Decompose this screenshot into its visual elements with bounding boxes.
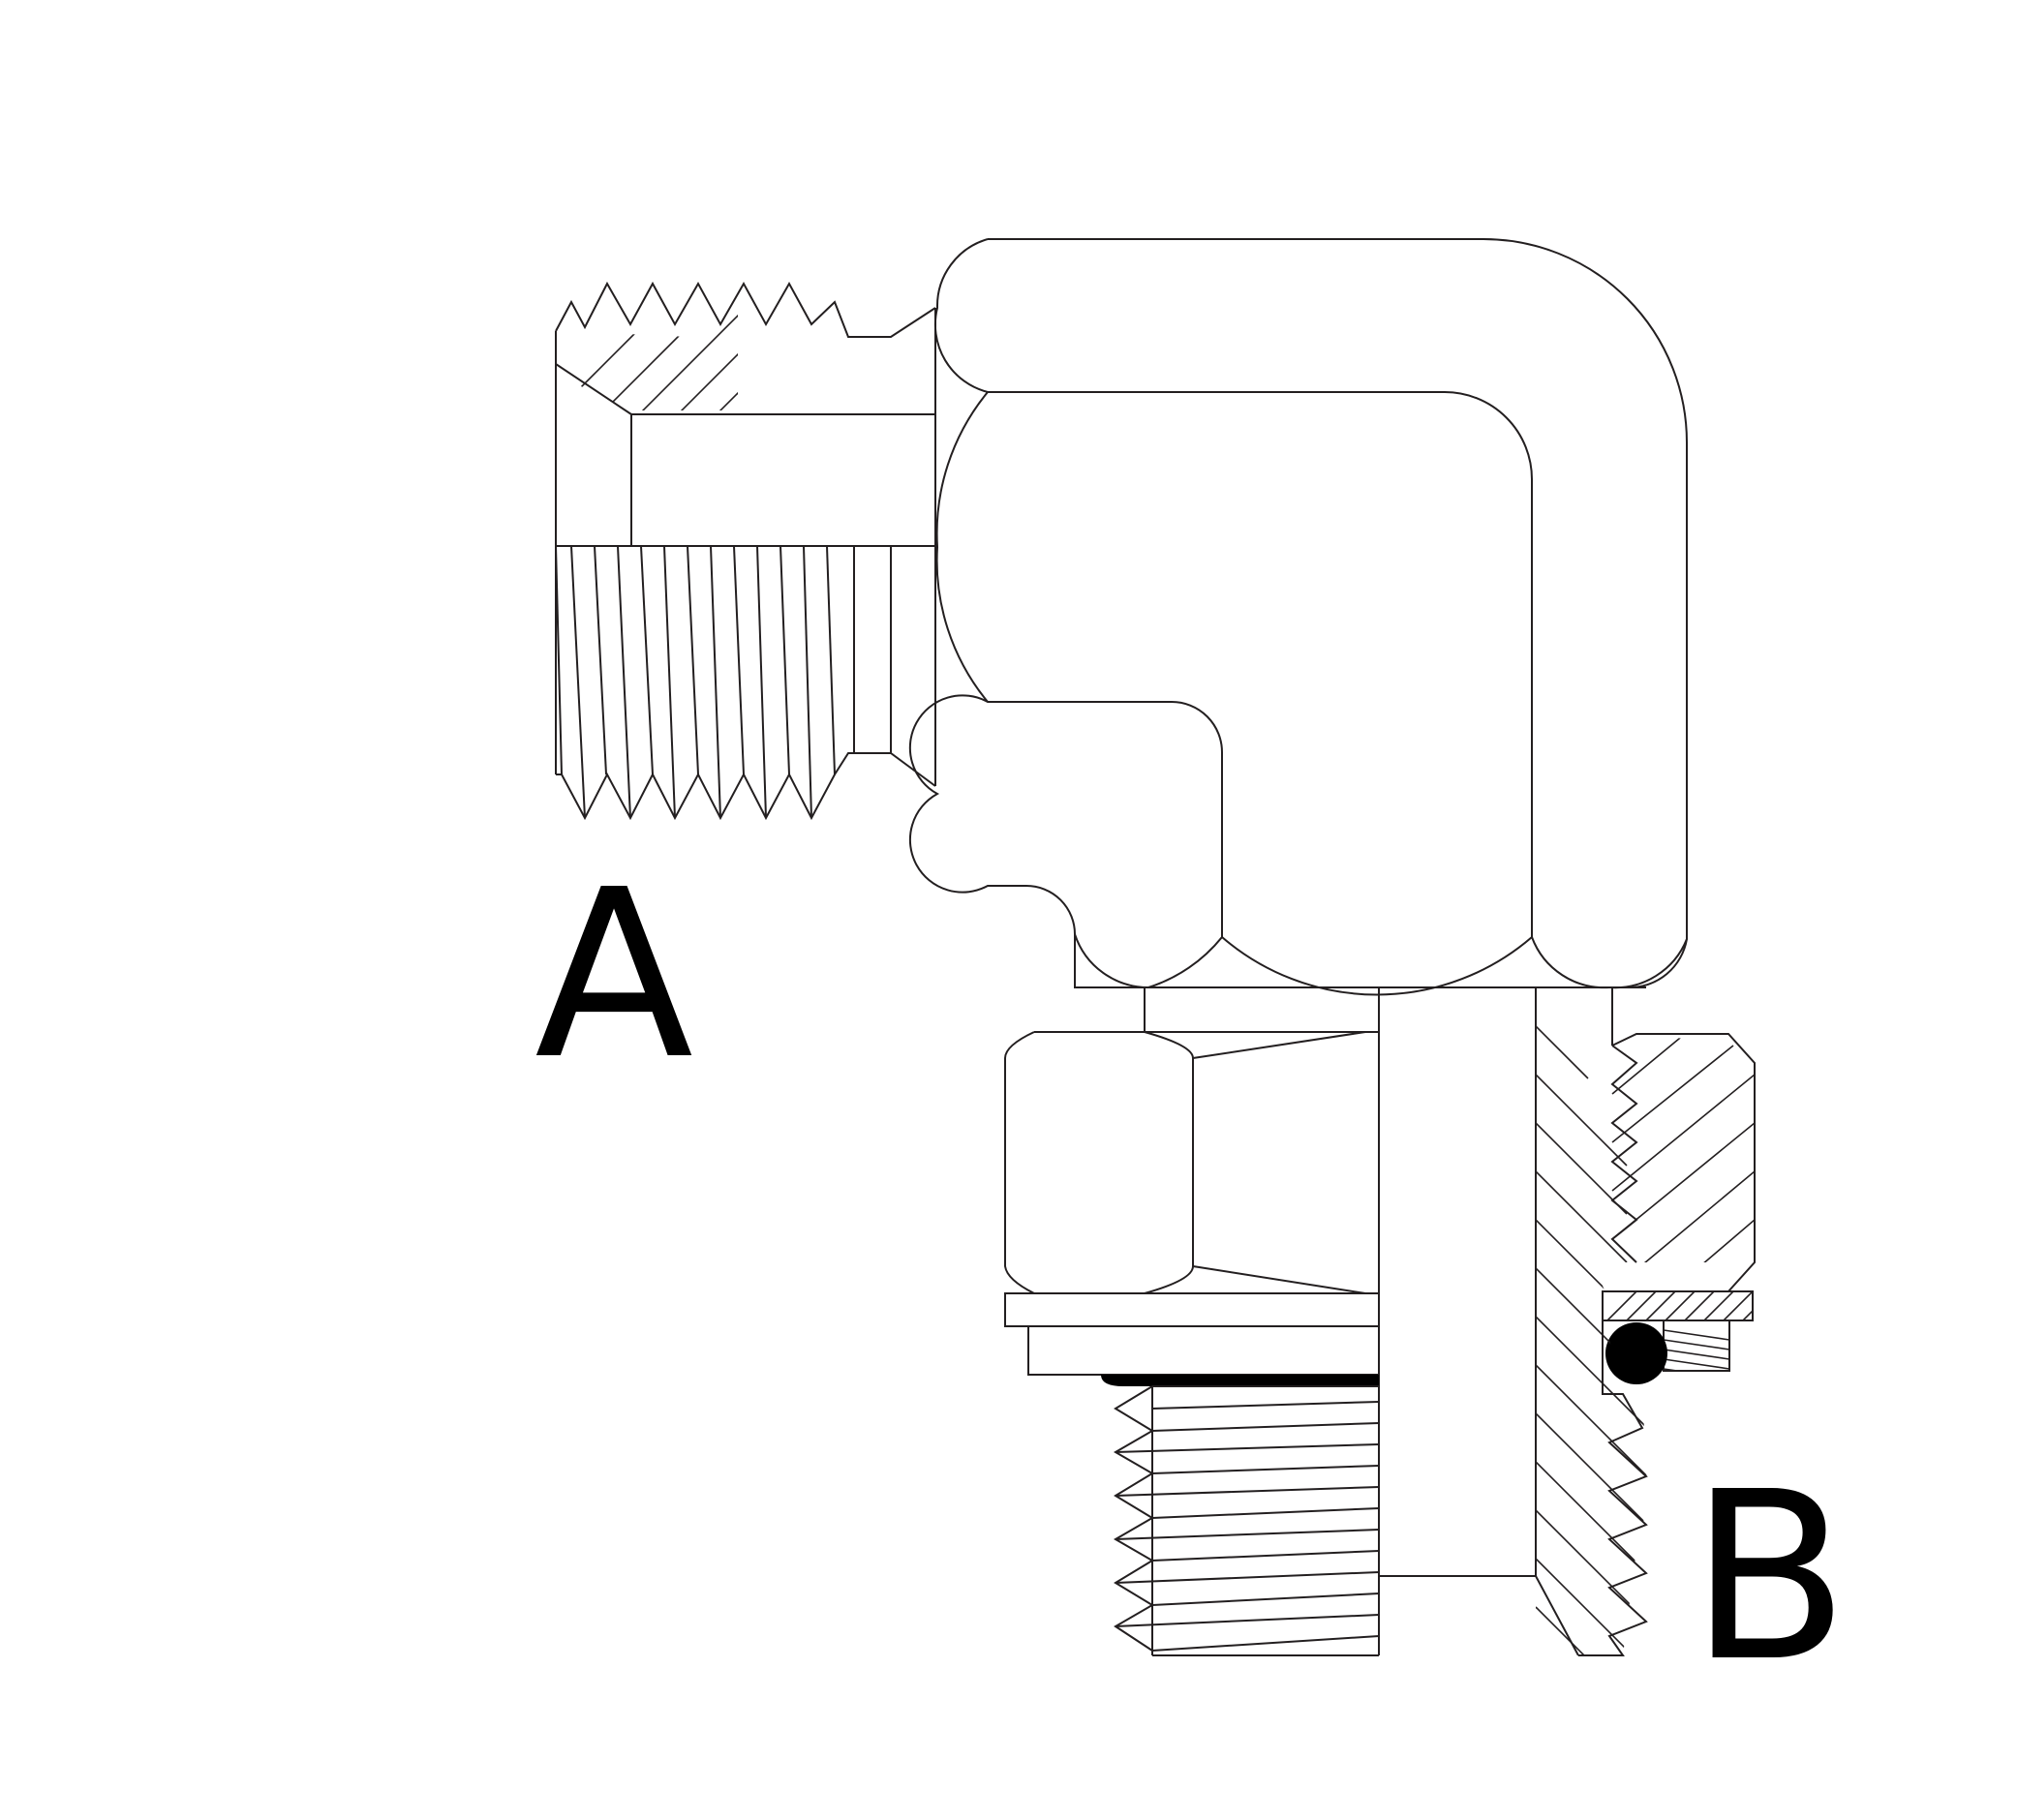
o-ring-left: [1101, 1375, 1379, 1386]
o-ring-right: [1605, 1322, 1667, 1384]
label-b: B: [1690, 1441, 1849, 1713]
port-a-thread: [555, 281, 936, 821]
label-a: A: [535, 839, 693, 1110]
port-b-assembly: [1004, 986, 1756, 1656]
elbow-body: [908, 238, 1688, 996]
